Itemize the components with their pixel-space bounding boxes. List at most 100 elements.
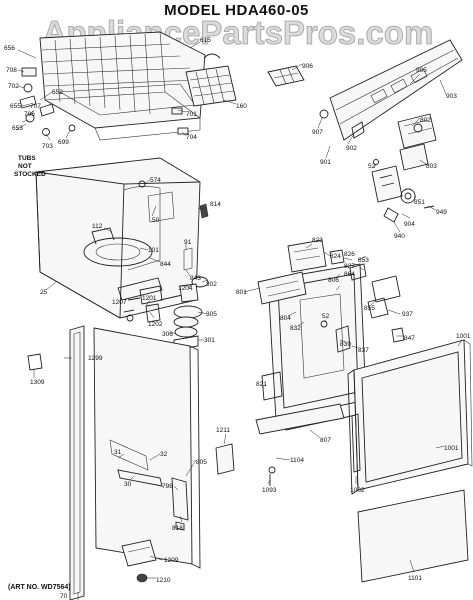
callout-30: 30 <box>124 481 132 488</box>
callout-824: 824 <box>330 253 341 260</box>
callout-906: 906 <box>302 63 313 70</box>
callout-655: 655 <box>10 103 21 110</box>
callout-814: 814 <box>210 201 221 208</box>
callout-1299: 1299 <box>88 355 103 362</box>
door-frame <box>257 239 405 431</box>
callout-1002: 1002 <box>350 487 365 494</box>
callout-1202: 1202 <box>148 321 163 328</box>
callout-837: 837 <box>358 347 369 354</box>
art-number: (ART NO. WD7564) <box>8 584 71 591</box>
callout-702: 702 <box>8 83 19 90</box>
callout-1211: 1211 <box>216 427 230 434</box>
callout-701: 701 <box>186 111 197 118</box>
callout-91: 91 <box>184 239 192 246</box>
rack-rollers <box>19 67 189 136</box>
part-814 <box>199 203 209 219</box>
callout-708: 708 <box>6 67 17 74</box>
callout-1204: 1204 <box>178 285 193 292</box>
callout-903: 903 <box>446 93 457 100</box>
callout-1309: 1309 <box>30 379 45 386</box>
callout-798: 798 <box>162 483 173 490</box>
callout-853: 853 <box>358 257 369 264</box>
callout-902: 902 <box>346 145 357 152</box>
drive-unit <box>371 159 435 223</box>
callout-940: 940 <box>394 233 405 240</box>
callout-70: 70 <box>60 593 68 600</box>
callout-704: 704 <box>186 134 197 141</box>
callout-802: 802 <box>420 117 431 124</box>
callout-1001a: 1001 <box>456 333 471 340</box>
callout-305: 305 <box>206 311 217 318</box>
callout-905: 905 <box>416 67 427 74</box>
model-title: MODEL HDA460-05 <box>164 2 309 19</box>
callout-112: 112 <box>92 223 103 230</box>
callout-904: 904 <box>404 221 415 228</box>
callout-823: 823 <box>312 237 323 244</box>
callout-827: 827 <box>344 263 355 270</box>
callout-803: 803 <box>426 163 437 170</box>
callout-807: 807 <box>320 437 331 444</box>
callout-703: 703 <box>42 143 53 150</box>
callout-937: 937 <box>402 311 413 318</box>
callout-302: 302 <box>206 281 217 288</box>
callout-1104: 1104 <box>290 457 304 464</box>
callout-818: 818 <box>172 525 183 532</box>
callout-1209: 1209 <box>164 557 179 564</box>
callout-306: 306 <box>162 331 173 338</box>
callout-706: 706 <box>24 111 35 118</box>
callout-652: 652 <box>52 89 63 96</box>
callout-826: 826 <box>344 251 355 258</box>
callout-301: 301 <box>204 337 215 344</box>
callout-52a: 52 <box>368 163 376 170</box>
callout-1001b: 1001 <box>444 445 459 452</box>
callout-844: 844 <box>160 261 171 268</box>
callout-707: 707 <box>30 103 41 110</box>
tubs-note-line-1: TUBS <box>18 155 36 162</box>
part-1211 <box>215 443 235 475</box>
part-906 <box>267 65 305 87</box>
silverware-basket <box>185 53 237 107</box>
leader-lines <box>15 41 463 600</box>
kick-plate <box>357 489 469 583</box>
callout-907: 907 <box>312 129 323 136</box>
part-855 <box>371 275 401 303</box>
callout-832: 832 <box>290 325 301 332</box>
callout-31: 31 <box>114 449 122 456</box>
callout-805: 805 <box>196 459 207 466</box>
callout-821: 821 <box>256 381 267 388</box>
dish-rack <box>39 31 206 141</box>
callout-806: 806 <box>328 277 339 284</box>
callout-864: 864 <box>344 271 355 278</box>
callout-699: 699 <box>58 139 69 146</box>
callout-1101: 1101 <box>408 575 422 582</box>
callout-1201: 1201 <box>142 295 157 302</box>
callout-50: 50 <box>152 217 160 224</box>
callout-1093: 1093 <box>262 487 277 494</box>
callout-25: 25 <box>40 289 48 296</box>
tub <box>35 157 201 319</box>
callout-851: 851 <box>414 199 425 206</box>
door-panel <box>347 339 473 495</box>
callout-1210: 1210 <box>156 577 171 584</box>
callout-843: 843 <box>190 275 201 282</box>
callout-32: 32 <box>160 451 168 458</box>
callout-901: 901 <box>320 159 331 166</box>
callout-615: 615 <box>200 37 211 44</box>
callout-52b: 52 <box>322 313 330 320</box>
callout-804: 804 <box>280 315 291 322</box>
callout-847: 847 <box>404 335 415 342</box>
callout-101: 101 <box>148 247 159 254</box>
callout-653: 653 <box>12 125 23 132</box>
callout-801: 801 <box>236 289 247 296</box>
lower-rail <box>255 403 361 486</box>
callout-labels: TUBS NOT STOCKED 615 656 708 702 652 655… <box>4 37 471 600</box>
inner-door <box>93 327 201 569</box>
control-panel <box>319 39 463 141</box>
callout-574: 574 <box>150 177 161 184</box>
callout-656: 656 <box>4 45 15 52</box>
tubs-note-line-2: NOT <box>18 163 32 170</box>
callout-160: 160 <box>236 103 247 110</box>
timer-assembly <box>397 113 437 171</box>
